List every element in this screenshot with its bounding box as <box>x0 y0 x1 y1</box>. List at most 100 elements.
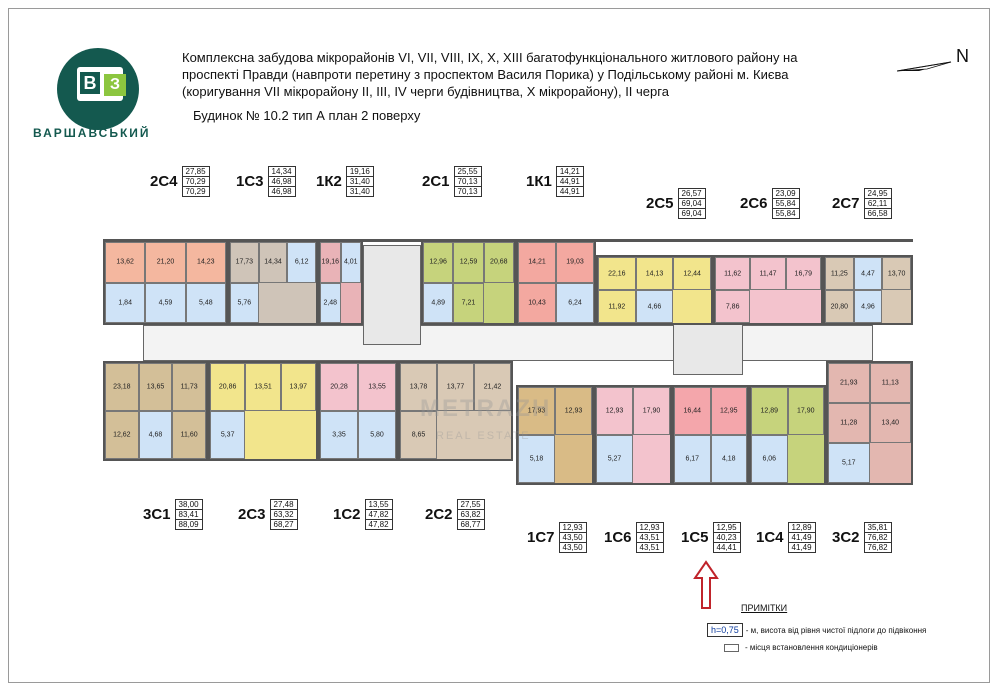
living-room: 21,93 <box>828 363 870 403</box>
room-area-label: 16,44 <box>683 407 702 415</box>
room-area-label: 5,76 <box>237 299 252 307</box>
room-area-label: 12,59 <box>459 258 478 266</box>
apartment-area-value: 41,49 <box>788 533 815 543</box>
apartment-area-value: 26,57 <box>678 189 705 199</box>
room-area-label: 17,93 <box>527 407 546 415</box>
living-room: 13,51 <box>245 363 281 411</box>
room-area-label: 12,62 <box>113 431 131 439</box>
living-room: 8,65 <box>400 411 437 459</box>
living-room: 12,93 <box>596 387 633 435</box>
living-room: 13,97 <box>280 363 316 411</box>
service-room: 5,76 <box>230 282 259 323</box>
living-room: 17,73 <box>230 242 259 283</box>
room-area-label: 17,90 <box>796 407 815 415</box>
apartment-area-value: 12,93 <box>636 523 663 533</box>
apartment-area-value: 27,48 <box>270 500 297 510</box>
apartment-area-value: 88,09 <box>178 520 199 529</box>
height-note-text: - м, висота від рівня чистої підлоги до … <box>745 625 927 635</box>
service-room: 4,59 <box>145 282 186 323</box>
staircase-right <box>673 315 743 375</box>
room-area-label: 4,18 <box>721 455 736 463</box>
room-area-label: 14,21 <box>528 258 546 266</box>
service-room: 5,18 <box>518 435 555 483</box>
apartment-area-value: 27,85 <box>182 167 209 177</box>
room-area-label: 5,37 <box>220 431 235 439</box>
service-room: 5,27 <box>596 435 633 483</box>
apartment-type: 1С2 <box>333 506 361 523</box>
room-area-label: 11,92 <box>608 303 626 310</box>
service-room: 4,01 <box>340 242 361 283</box>
room-area-label: 20,68 <box>490 258 508 266</box>
room-area-label: 14,34 <box>264 258 282 266</box>
room-area-label: 4,68 <box>148 431 163 439</box>
room-area-label: 4,96 <box>861 303 875 310</box>
room-area-label: 12,93 <box>564 407 583 415</box>
service-room: 6,24 <box>556 282 594 323</box>
room-area-label: 13,78 <box>409 383 428 391</box>
apartment-area-value: 35,81 <box>864 523 891 533</box>
room-area-label: 12,89 <box>760 407 779 415</box>
living-room: 20,80 <box>825 290 854 323</box>
living-room: 14,34 <box>258 242 288 283</box>
apartment-type: 1С5 <box>681 529 709 546</box>
apartment-type: 2С2 <box>425 506 453 523</box>
outer-wall <box>103 239 913 242</box>
logo-letter-b: В <box>80 72 100 94</box>
living-room: 13,55 <box>358 363 396 411</box>
room-area-label: 13,97 <box>289 383 308 391</box>
room-area-label: 1,84 <box>118 299 132 307</box>
apartment-area-value: 44,91 <box>559 187 580 196</box>
room-area-label: 21,42 <box>483 383 502 391</box>
living-room: 11,62 <box>715 257 751 290</box>
room-area-label: 6,24 <box>568 299 582 307</box>
apartment-type: 1С6 <box>604 529 632 546</box>
living-room: 21,42 <box>474 363 511 411</box>
room-area-label: 7,86 <box>725 303 740 310</box>
living-room: 12,89 <box>751 387 788 435</box>
service-room: 6,17 <box>674 435 711 483</box>
room-area-label: 23,18 <box>113 383 131 391</box>
living-room: 7,21 <box>453 282 484 323</box>
service-room: 5,37 <box>210 411 246 459</box>
room-area-label: 11,28 <box>840 419 858 427</box>
living-room: 13,78 <box>400 363 437 411</box>
conditioner-note-text: - місця встановлення кондиціонерів <box>745 643 878 652</box>
room-area-label: 12,95 <box>719 407 738 415</box>
room-area-label: 11,62 <box>724 270 742 277</box>
room-area-label: 8,65 <box>411 431 426 439</box>
apartment-area-value: 63,82 <box>457 510 484 520</box>
service-room: 4,18 <box>710 435 747 483</box>
north-label: N <box>956 46 969 66</box>
living-room: 20,68 <box>483 242 514 283</box>
watermark: METRAZH <box>420 395 552 422</box>
service-room: 5,80 <box>358 411 396 459</box>
room-area-label: 12,44 <box>683 270 701 277</box>
living-room: 12,96 <box>423 242 454 283</box>
apartment-area-value: 24,95 <box>864 189 891 199</box>
apartment-area-value: 62,11 <box>864 199 891 209</box>
page-title: Комплексна забудова мікрорайонів VI, VII… <box>182 49 882 100</box>
room-area-label: 13,51 <box>254 383 272 391</box>
room-area-label: 13,62 <box>116 258 134 266</box>
living-room: 12,44 <box>673 257 711 290</box>
room-area-label: 4,66 <box>647 303 662 310</box>
room-area-label: 13,40 <box>881 419 900 427</box>
room-area-label: 4,01 <box>343 258 358 266</box>
living-room: 11,28 <box>828 403 870 443</box>
note-height: h=0,75 - м, висота від рівня чистої підл… <box>707 623 926 637</box>
